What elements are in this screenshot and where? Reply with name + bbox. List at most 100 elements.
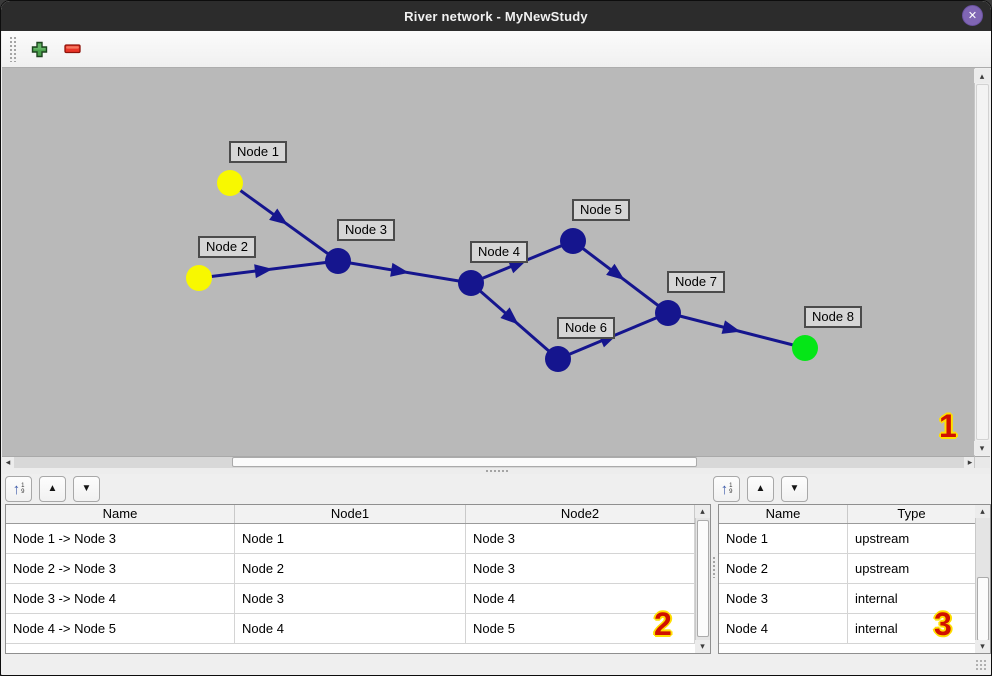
close-button[interactable]: ✕ [962, 5, 983, 26]
up-triangle-icon: ▲ [755, 483, 766, 494]
table-cell[interactable]: upstream [848, 554, 976, 583]
scroll-down-icon[interactable]: ▾ [695, 640, 710, 653]
canvas-vertical-scrollbar[interactable]: ▴ ▾ [974, 68, 990, 456]
column-header[interactable]: Name [719, 505, 848, 523]
table-cell[interactable]: Node 2 [719, 554, 848, 583]
edge-arrow-icon [269, 208, 288, 225]
node-circle[interactable] [325, 248, 351, 274]
node-circle[interactable] [560, 228, 586, 254]
node-label[interactable]: Node 5 [572, 199, 630, 221]
links-scroll-thumb[interactable] [697, 520, 709, 637]
scroll-up-icon[interactable]: ▴ [974, 69, 990, 83]
table-cell[interactable]: Node 3 [466, 524, 695, 553]
vertical-scroll-thumb[interactable] [976, 84, 989, 440]
up-triangle-icon: ▲ [47, 483, 58, 494]
table-cell[interactable]: internal [848, 584, 976, 613]
node-label[interactable]: Node 1 [229, 141, 287, 163]
scroll-up-icon[interactable]: ▴ [695, 505, 710, 518]
resize-grip-icon[interactable] [975, 659, 988, 672]
node-label[interactable]: Node 6 [557, 317, 615, 339]
network-canvas[interactable]: Node 1 Node 2 Node 3 Node 4 Node 5 Node 6 Node… [2, 68, 976, 456]
add-node-button[interactable] [26, 36, 52, 62]
scrollbar-corner [974, 456, 990, 468]
table-cell[interactable]: Node 2 [235, 554, 466, 583]
canvas-horizontal-scrollbar[interactable]: ◂ ▸ [2, 456, 976, 468]
table-cell[interactable]: Node 3 [235, 584, 466, 613]
nodes-scroll-thumb[interactable] [977, 577, 989, 641]
toolbar-drag-handle[interactable] [9, 36, 16, 62]
edge-arrow-icon [500, 307, 519, 325]
table-cell[interactable]: Node 3 [466, 554, 695, 583]
edge-arrow-icon [606, 263, 625, 281]
links-move-up-button[interactable]: ▲ [39, 476, 66, 502]
nodes-move-up-button[interactable]: ▲ [747, 476, 774, 502]
nodes-move-down-button[interactable]: ▼ [781, 476, 808, 502]
node-label[interactable]: Node 8 [804, 306, 862, 328]
edge-arrow-icon [507, 259, 528, 274]
annotation-2: 2 [654, 606, 672, 642]
annotation-1: 1 [939, 408, 957, 444]
scroll-down-icon[interactable]: ▾ [974, 441, 990, 455]
scroll-down-icon[interactable]: ▾ [975, 640, 990, 653]
table-cell[interactable]: Node 1 [235, 524, 466, 553]
main-toolbar [2, 31, 991, 68]
node-label[interactable]: Node 2 [198, 236, 256, 258]
close-icon: ✕ [967, 10, 978, 22]
node-circle[interactable] [655, 300, 681, 326]
table-cell[interactable]: Node 5 [466, 614, 695, 643]
table-cell[interactable]: internal [848, 614, 976, 643]
table-cell[interactable]: Node 3 -> Node 4 [6, 584, 235, 613]
node-label[interactable]: Node 3 [337, 219, 395, 241]
column-header[interactable]: Name [6, 505, 235, 523]
nodes-table-scrollbar[interactable]: ▴ ▾ [975, 505, 990, 653]
column-header[interactable]: Node2 [466, 505, 695, 523]
horizontal-scroll-thumb[interactable] [232, 457, 697, 467]
table-cell[interactable]: Node 2 -> Node 3 [6, 554, 235, 583]
scroll-right-icon[interactable]: ▸ [964, 457, 976, 468]
node-circle[interactable] [217, 170, 243, 196]
title-bar[interactable]: River network - MyNewStudy ✕ [1, 1, 991, 31]
node-label[interactable]: Node 4 [470, 241, 528, 263]
scroll-up-icon[interactable]: ▴ [975, 505, 990, 518]
edge-arrow-icon [390, 262, 410, 277]
vertical-splitter[interactable] [711, 474, 717, 656]
column-header[interactable]: Type [848, 505, 976, 523]
table-cell[interactable]: Node 1 -> Node 3 [6, 524, 235, 553]
node-circle[interactable] [545, 346, 571, 372]
column-header[interactable]: Node1 [235, 505, 466, 523]
annotation-3: 3 [934, 606, 952, 642]
table-cell[interactable]: upstream [848, 524, 976, 553]
status-bar [2, 656, 991, 675]
remove-node-button[interactable] [60, 36, 86, 62]
table-cell[interactable]: Node 4 -> Node 5 [6, 614, 235, 643]
node-circle[interactable] [792, 335, 818, 361]
node-circle[interactable] [186, 265, 212, 291]
table-cell[interactable]: Node 1 [719, 524, 848, 553]
table-cell[interactable]: Node 4 [235, 614, 466, 643]
node-label[interactable]: Node 7 [667, 271, 725, 293]
node-circle[interactable] [458, 270, 484, 296]
links-move-down-button[interactable]: ▼ [73, 476, 100, 502]
table-cell[interactable]: Node 4 [466, 584, 695, 613]
table-cell[interactable]: Node 4 [719, 614, 848, 643]
window-title: River network - MyNewStudy [404, 8, 588, 24]
table-cell[interactable]: Node 3 [719, 584, 848, 613]
links-table-scrollbar[interactable]: ▴ ▾ [695, 505, 710, 653]
horizontal-splitter[interactable] [2, 468, 991, 474]
scroll-left-icon[interactable]: ◂ [2, 457, 14, 468]
